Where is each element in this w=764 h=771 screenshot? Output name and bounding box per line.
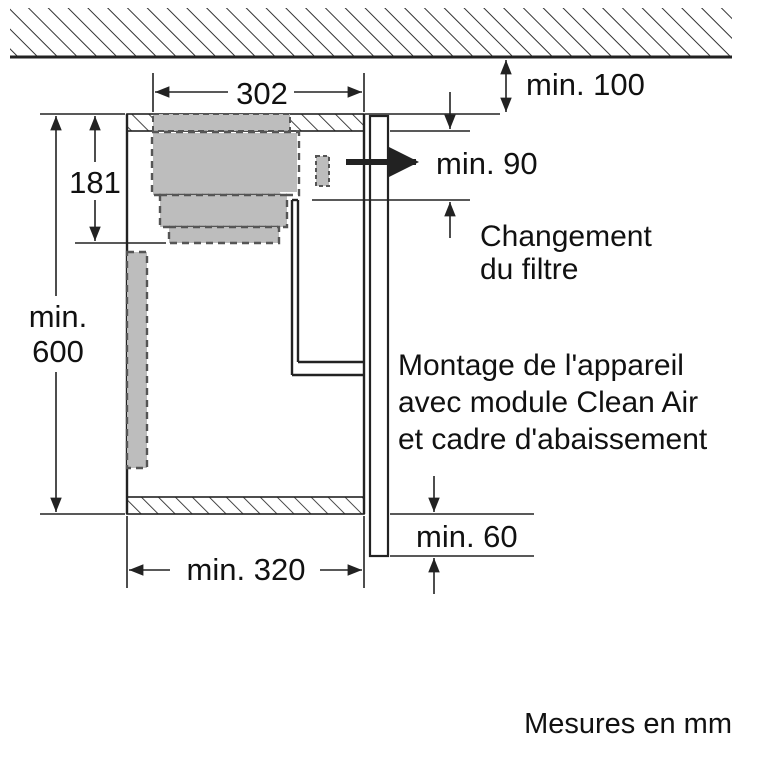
- mounting-note: Montage de l'appareil avec module Clean …: [398, 349, 708, 456]
- clean-air-module: [150, 113, 330, 245]
- filter-change-note: Changement du filtre: [480, 220, 652, 286]
- dim-min-90: min. 90: [312, 92, 538, 238]
- filter-note-line2: du filtre: [480, 253, 578, 286]
- filter-note-line1: Changement: [480, 220, 652, 253]
- label-181: 181: [69, 165, 121, 200]
- label-min-600-line2: 600: [32, 334, 84, 369]
- lowering-frame: [290, 198, 364, 377]
- cabinet-door: [368, 114, 390, 558]
- label-min-90: min. 90: [436, 146, 538, 181]
- dim-min-600: min. 600: [29, 116, 125, 515]
- mount-note-line1: Montage de l'appareil: [398, 349, 684, 382]
- label-min-600-line1: min.: [29, 299, 88, 334]
- mount-note-line3: et cadre d'abaissement: [398, 423, 708, 456]
- dim-181: 181: [40, 113, 166, 244]
- label-min-320: min. 320: [187, 552, 306, 587]
- ceiling: [10, 8, 732, 59]
- units-note: Mesures en mm: [524, 708, 732, 740]
- label-min-100: min. 100: [526, 67, 645, 102]
- side-panel-outline: [125, 250, 149, 470]
- mount-note-line2: avec module Clean Air: [398, 386, 698, 419]
- dim-min-100: min. 100: [365, 60, 645, 115]
- label-min-60: min. 60: [416, 519, 518, 554]
- dim-min-60: min. 60: [390, 476, 534, 594]
- dim-min-320: min. 320: [126, 516, 365, 588]
- label-302: 302: [236, 76, 288, 111]
- dim-302: 302: [152, 73, 365, 112]
